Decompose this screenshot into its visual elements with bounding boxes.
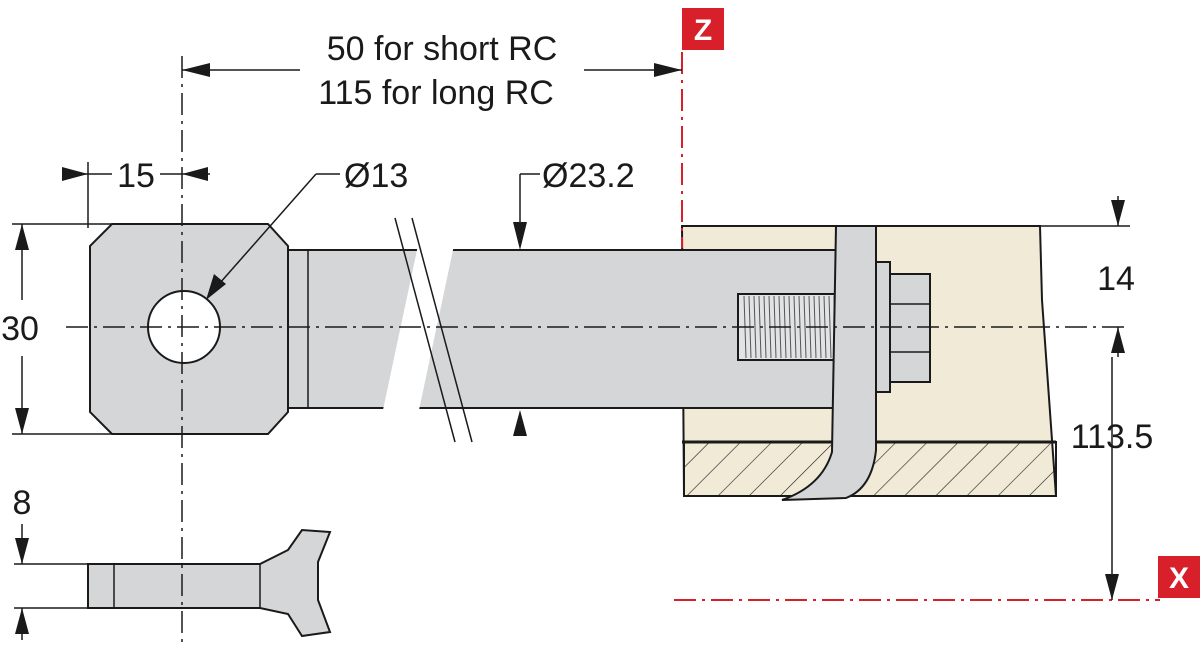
height-to-x-text: 113.5 [1071,418,1154,456]
clamp-strap [781,225,877,501]
rod-diameter-text: Ø23.2 [542,157,635,195]
x-label: X [1169,562,1189,595]
thread-line [803,295,807,359]
offset-line2: 115 for long RC [318,74,554,112]
hole-diameter-dimension: Ø13 [206,157,408,300]
rod-diameter-dimension: Ø23.2 [513,157,635,436]
offset-line1: 50 for short RC [327,30,558,68]
height-to-x-dimension: 113.5 [1071,357,1154,600]
thread-line [828,295,832,359]
eye-offset-dimension: 15 [62,157,210,228]
thickness-text: 8 [13,484,32,522]
edge-distance-dimension: 14 [1040,196,1135,357]
hole-diameter-text: Ø13 [344,157,408,195]
z-reference-badge: Z [682,8,724,50]
side-view-bracket [87,528,332,638]
offset-dimension: 50 for short RC 115 for long RC [182,30,682,112]
z-label: Z [694,14,712,47]
thread-line [793,295,797,359]
edge-distance-text: 14 [1097,260,1135,298]
eye-offset-text: 15 [117,157,155,195]
eye-height-dimension: 30 [1,223,112,435]
thread-line [753,295,757,359]
thread-line [763,295,767,359]
thickness-dimension: 8 [13,484,90,640]
eye-plate [89,223,289,435]
x-reference-badge: X [1158,556,1200,598]
eye-height-text: 30 [1,310,39,348]
